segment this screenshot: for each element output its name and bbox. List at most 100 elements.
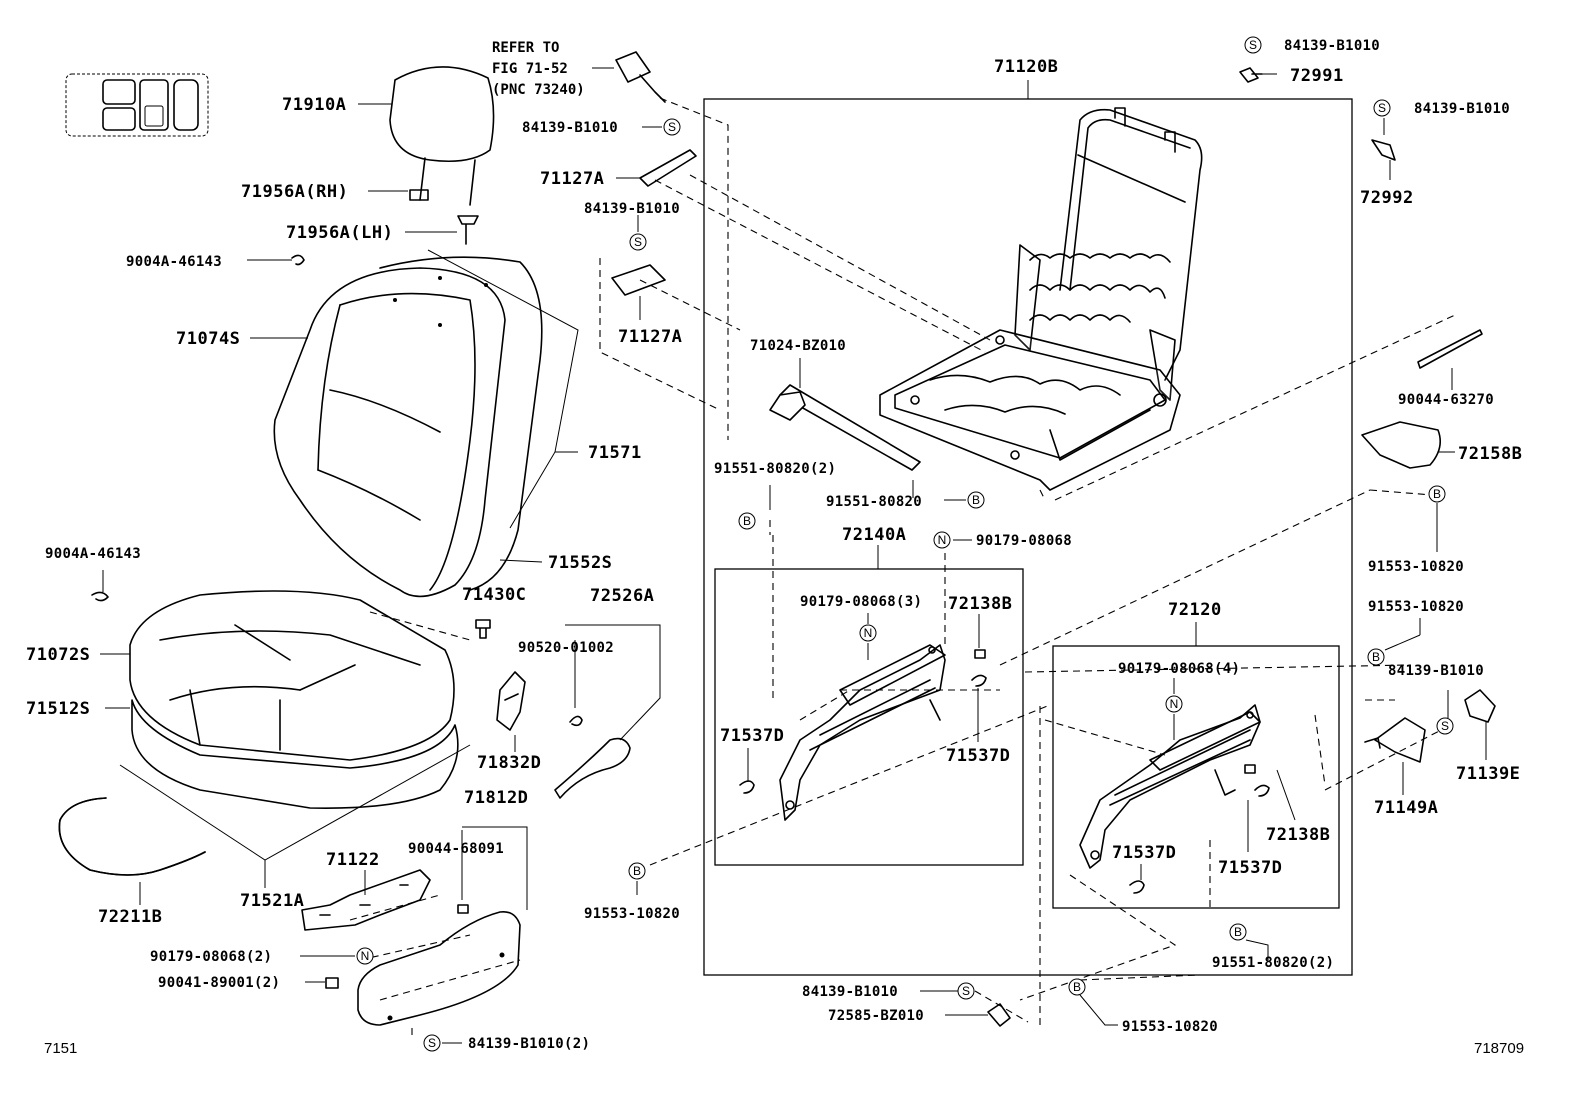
bolt-symbol: B [1068,978,1086,996]
seat-track-icon-2 [1079,704,1270,894]
label-91551-80820-2a: 91551-80820(2) [714,461,836,477]
label-72158B: 72158B [1458,444,1522,464]
seat-belt-buckle-icon [615,51,666,103]
label-9004A-46143: 9004A-46143 [126,254,222,270]
seat-back-cushion-icon [273,249,579,598]
label-90179-08068: 90179-08068 [976,533,1072,549]
label-90179-08068-2: 90179-08068(2) [150,949,272,965]
label-71537D-d: 71537D [1218,858,1282,878]
label-72585-BZ010: 72585-BZ010 [828,1008,924,1024]
label-71956A-LH: 71956A(LH) [286,223,393,243]
headrest-icon [389,66,495,245]
seat-frame-icon [879,107,1203,491]
label-fig: FIG 71-52 [492,61,568,77]
label-90044-63270: 90044-63270 [1398,392,1494,408]
label-9004A-46143-b: 9004A-46143 [45,546,141,562]
clip-icon [1239,67,1396,161]
label-91553-10820-r1: 91553-10820 [1368,559,1464,575]
screw-symbol: S [663,118,681,136]
nut-symbol: N [933,531,951,549]
nut-symbol: N [356,947,374,965]
label-71910A: 71910A [282,95,346,115]
page-code-right: 718709 [1474,1040,1524,1057]
label-91551-80820-2b: 91551-80820(2) [1212,955,1334,971]
svg-text:B: B [1234,925,1242,939]
seat-track-group-box [714,568,1024,866]
svg-text:B: B [1073,980,1081,994]
label-71537D-c: 71537D [1112,843,1176,863]
seat-cushion-icon [119,590,471,861]
label-71812D: 71812D [464,788,528,808]
tie-strap-icon [1417,329,1483,369]
svg-text:S: S [962,984,970,998]
svg-text:N: N [864,626,873,640]
bolt-symbol: B [738,512,756,530]
page-code-left: 7151 [44,1040,77,1057]
screw-symbol: S [423,1034,441,1052]
label-71832D: 71832D [477,753,541,773]
label-90041-89001-2: 90041-89001(2) [158,975,280,991]
label-71122: 71122 [326,850,380,870]
label-71127A-a: 71127A [540,169,604,189]
svg-text:B: B [972,493,980,507]
label-72211B: 72211B [98,907,162,927]
trim-cover-icon [611,264,666,296]
label-71120B: 71120B [994,57,1058,77]
symbol-markers: S S S S S S S B B B B B B B N N N N [356,36,1454,1052]
screw-symbol: S [1373,99,1391,117]
bolt-symbol: B [1229,923,1247,941]
pad-icon [1361,421,1441,469]
label-pnc: (PNC 73240) [492,82,585,98]
label-84139-B1010-r: 84139-B1010 [1414,101,1510,117]
svg-text:B: B [633,864,641,878]
svg-text:S: S [1441,719,1449,733]
bolt-symbol: B [1428,485,1446,503]
label-91551-80820: 91551-80820 [826,494,922,510]
side-cover-icon [301,869,521,1026]
screw-symbol: S [1244,36,1262,54]
label-90520-01002: 90520-01002 [518,640,614,656]
thumbnail-icon [65,73,209,137]
label-72138B-b: 72138B [1266,825,1330,845]
bracket-icon [1364,689,1496,763]
bolt-icon [475,619,491,639]
label-72526A: 72526A [590,586,654,606]
label-71024-BZ010: 71024-BZ010 [750,338,846,354]
bolt-symbol: B [1367,648,1385,666]
label-71537D-a: 71537D [720,726,784,746]
label-72120: 72120 [1168,600,1222,620]
label-71139E: 71139E [1456,764,1520,784]
label-71149A: 71149A [1374,798,1438,818]
label-91553-10820-l: 91553-10820 [584,906,680,922]
label-84139-B1010-d: 84139-B1010 [802,984,898,1000]
svg-text:S: S [668,120,676,134]
label-71074S: 71074S [176,329,240,349]
svg-text:B: B [1372,650,1380,664]
seat-track-group-box-2 [1052,645,1340,909]
bolt-symbol: B [967,491,985,509]
screw-symbol: S [629,233,647,251]
svg-text:S: S [1249,38,1257,52]
nut-symbol: N [1165,695,1183,713]
label-84139-B1010-a: 84139-B1010 [522,120,618,136]
svg-text:N: N [938,533,947,547]
label-refer-to: REFER TO [492,40,559,56]
label-90179-08068-4: 90179-08068(4) [1118,661,1240,677]
label-84139-B1010-c: 84139-B1010 [1388,663,1484,679]
label-71512S: 71512S [26,699,90,719]
label-90179-08068-3: 90179-08068(3) [800,594,922,610]
label-84139-B1010-2: 84139-B1010(2) [468,1036,590,1052]
label-91553-10820-b: 91553-10820 [1122,1019,1218,1035]
label-71537D-b: 71537D [946,746,1010,766]
label-71430C: 71430C [462,585,526,605]
svg-text:S: S [428,1036,436,1050]
label-71072S: 71072S [26,645,90,665]
trim-strip-icon [616,149,697,187]
part-labels: 71910A 71956A(RH) 71956A(LH) 9004A-46143… [26,38,1524,1057]
label-72991: 72991 [1290,66,1344,86]
bolt-symbol: B [628,862,646,880]
svg-text:N: N [361,949,370,963]
label-91553-10820-r2: 91553-10820 [1368,599,1464,615]
label-84139-B1010-b: 84139-B1010 [584,201,680,217]
